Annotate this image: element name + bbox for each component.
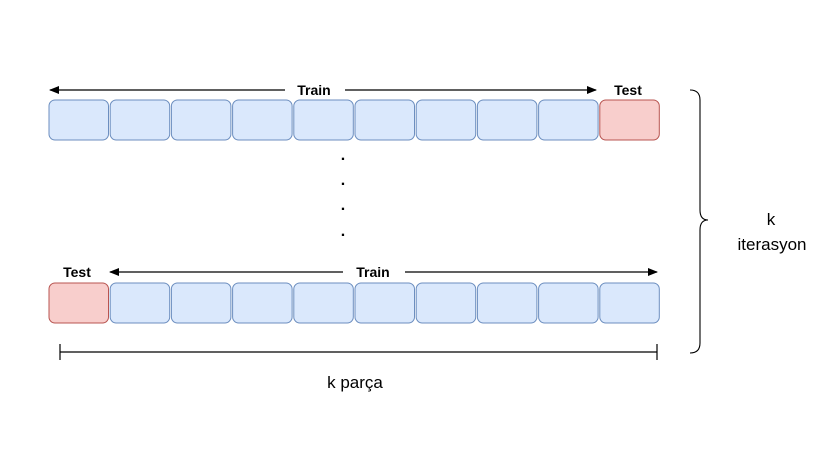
bottom-row-train-segment xyxy=(293,282,354,324)
top-row-train-segment xyxy=(48,99,109,141)
ellipsis-dot-2: . xyxy=(341,172,345,189)
top-row-train-segment xyxy=(293,99,354,141)
top-row-train-segment xyxy=(476,99,538,141)
ellipsis-dot-4: . xyxy=(341,223,345,240)
ellipsis-dot-3: . xyxy=(341,197,345,214)
bottom-row-train-segment xyxy=(232,282,293,324)
top-row-train-segment xyxy=(415,99,477,141)
bottom-row-train-segment xyxy=(538,282,599,324)
brace-label-k: k xyxy=(767,210,776,229)
ellipsis-dot-1: . xyxy=(341,147,345,164)
bottom-row-segments xyxy=(48,282,660,324)
top-row-train-segment xyxy=(538,99,599,141)
top-row-test-segment xyxy=(599,99,660,141)
top-row-segments xyxy=(48,99,660,141)
bottom-row-train-segment xyxy=(599,282,660,324)
brace-label-iterasyon: iterasyon xyxy=(738,235,807,254)
bottom-row-train-segment xyxy=(354,282,415,324)
bottom-test-label: Test xyxy=(63,264,91,280)
iteration-brace xyxy=(689,89,709,354)
bottom-row-test-segment xyxy=(48,282,109,324)
top-row-train-segment xyxy=(232,99,293,141)
bottom-row-train-segment xyxy=(170,282,232,324)
bottom-train-label: Train xyxy=(356,264,389,280)
bottom-row-train-segment xyxy=(109,282,171,324)
top-row-train-segment xyxy=(109,99,171,141)
bottom-row-train-segment xyxy=(415,282,477,324)
top-row-train-segment xyxy=(170,99,232,141)
top-train-label: Train xyxy=(297,82,330,98)
span-label: k parça xyxy=(327,373,383,392)
bottom-row-train-segment xyxy=(476,282,538,324)
top-row-train-segment xyxy=(354,99,415,141)
top-test-label: Test xyxy=(614,82,642,98)
